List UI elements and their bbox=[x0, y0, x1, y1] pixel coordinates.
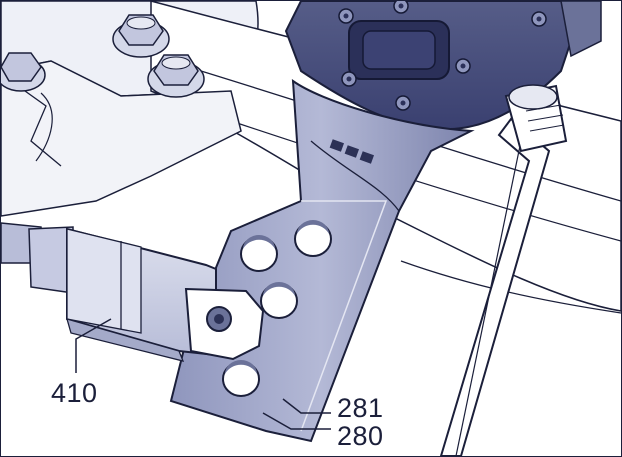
connector-lug-pin-center bbox=[214, 314, 224, 324]
base-plate-ridge bbox=[10, 80, 62, 167]
leader-line-280 bbox=[262, 412, 331, 430]
arm-marking bbox=[329, 139, 375, 164]
hex-bolt-1 bbox=[112, 14, 170, 58]
callout-281: 281 bbox=[337, 393, 384, 423]
hex-bolt-3 bbox=[1, 52, 46, 92]
hex-bolt-2 bbox=[147, 54, 205, 98]
connector-body-face bbox=[66, 228, 142, 334]
arm-hole-shadows bbox=[225, 220, 329, 374]
leader-line-281 bbox=[282, 398, 331, 414]
head-display-window bbox=[362, 30, 436, 70]
flange-ring-inner-line-2 bbox=[230, 120, 621, 242]
head-side-cap bbox=[560, 1, 602, 58]
head-screws bbox=[338, 1, 547, 111]
callout-280: 280 bbox=[337, 421, 384, 451]
base-plate-ridge-2 bbox=[35, 92, 53, 162]
hex-key-inner-edge bbox=[455, 140, 522, 456]
connector-underside bbox=[66, 318, 185, 362]
reaction-arm-groove bbox=[310, 140, 400, 212]
reaction-arm-edge-highlight bbox=[300, 200, 388, 432]
base-plate bbox=[1, 60, 242, 217]
hex-key bbox=[439, 117, 551, 456]
socket-adapter bbox=[504, 84, 568, 153]
callout-410: 410 bbox=[51, 378, 98, 408]
head-screw-slots bbox=[343, 3, 542, 106]
leader-line-410 bbox=[75, 318, 112, 373]
